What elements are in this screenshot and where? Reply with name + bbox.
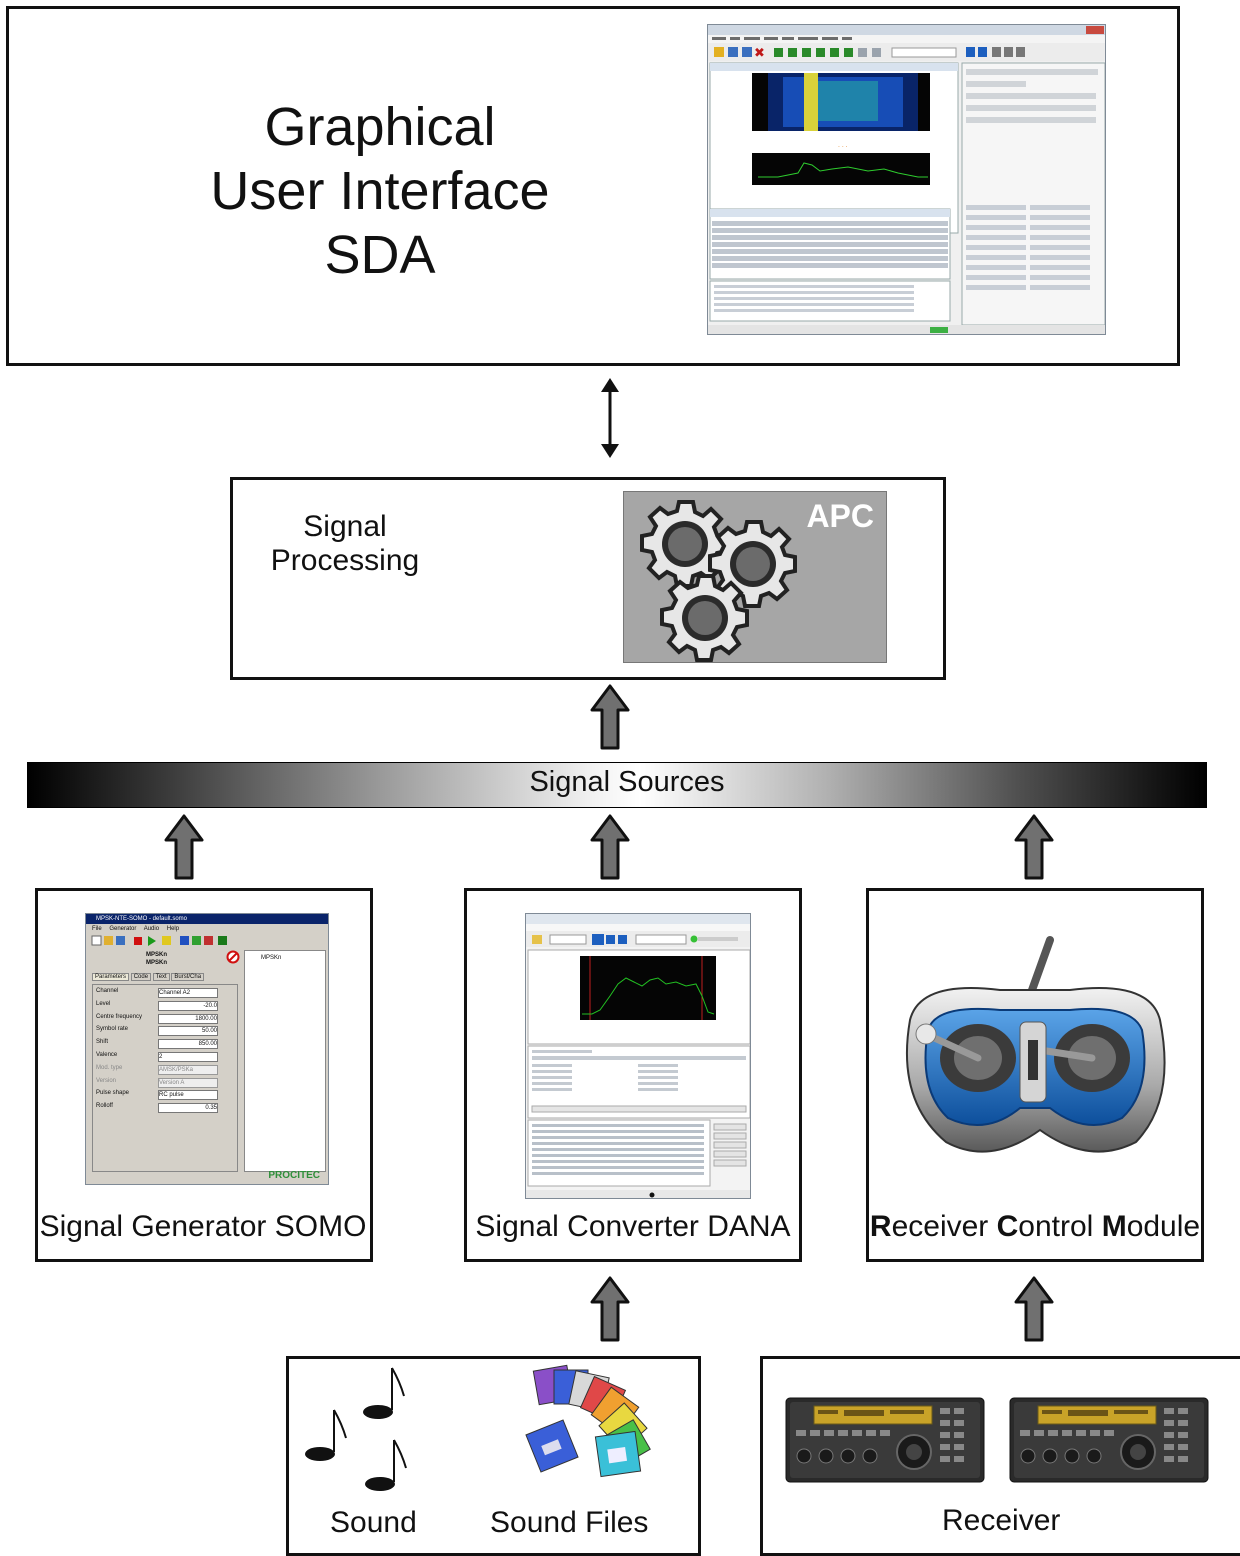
no-entry-icon xyxy=(226,950,240,964)
rcm-label-part: eceiver xyxy=(891,1210,997,1243)
svg-text:✖: ✖ xyxy=(754,46,765,61)
apc-panel: APC xyxy=(623,491,887,663)
up-arrow-icon xyxy=(164,814,204,880)
somo-field-row: Pulse shape RC pulse xyxy=(96,1090,236,1103)
somo-field-name: Symbol rate xyxy=(96,1026,129,1033)
somo-screenshot: MPSK-NTE-SOMO - default.somo File Genera… xyxy=(85,913,329,1185)
rcm-label-part: o xyxy=(1018,1210,1035,1243)
sound-label: Sound xyxy=(330,1506,417,1539)
somo-toolbar xyxy=(91,935,227,946)
somo-menu: File Generator Audio Help xyxy=(92,925,179,934)
signal-sources-bar xyxy=(27,762,1207,808)
procitec-logo: PROCITEC xyxy=(268,1170,320,1181)
somo-field-row: Valence 2 xyxy=(96,1051,236,1065)
somo-field-row: Centre frequency 1800.00 xyxy=(96,1013,236,1027)
somo-field-name: Shift xyxy=(96,1039,109,1046)
receiver-device-icon xyxy=(1009,1397,1209,1483)
bidirectional-arrow-icon xyxy=(601,378,619,458)
tab-burst[interactable]: Burst/Cha xyxy=(171,973,205,981)
receiver-device-icon xyxy=(785,1397,985,1483)
rcm-label: Receiver Control Module xyxy=(868,1210,1202,1244)
somo-field-value: Version A xyxy=(158,1077,218,1088)
dana-label: Signal Converter DANA xyxy=(475,1210,791,1243)
tab-parameters[interactable]: Parameters xyxy=(92,973,130,981)
rcm-label-part: odule xyxy=(1126,1210,1201,1243)
up-arrow-icon xyxy=(590,814,630,880)
sda-screenshot-graphic: ✖ · · · xyxy=(708,25,1105,334)
signal-processing-line-1: Signal xyxy=(303,510,387,543)
somo-field-name: Valence xyxy=(96,1051,118,1058)
somo-mode-line-2: MPSKn xyxy=(146,960,167,966)
dana-screenshot-graphic xyxy=(526,914,750,1198)
gui-title-line-2: User Interface xyxy=(210,161,550,221)
somo-field-value[interactable]: RC pulse xyxy=(158,1090,218,1101)
gui-title-line-1: Graphical xyxy=(264,97,496,157)
tab-code[interactable]: Code xyxy=(130,973,152,981)
somo-field-row: Rolloff 0.35 xyxy=(96,1103,236,1116)
somo-field-value[interactable]: 2 xyxy=(158,1051,218,1062)
somo-menu-item: Generator xyxy=(109,926,137,932)
somo-menu-item: File xyxy=(92,926,102,932)
rcm-label-part: C xyxy=(996,1210,1019,1243)
signal-processing-line-2: Processing xyxy=(270,544,420,577)
somo-field-row: Symbol rate 50.00 xyxy=(96,1026,236,1039)
rcm-label-part: M xyxy=(1101,1210,1127,1243)
signal-processing-label: Signal Processing xyxy=(250,510,440,578)
remote-control-icon xyxy=(906,936,1166,1153)
somo-field-value: AMSK/PSKa xyxy=(158,1064,218,1075)
somo-field-value[interactable]: -20.0 xyxy=(158,1000,218,1011)
somo-mode-line-1: MPSKn xyxy=(146,952,167,958)
somo-tabs: Parameters Code Text Burst/Cha xyxy=(92,972,205,982)
apc-label: APC xyxy=(806,498,874,534)
somo-title: MPSK-NTE-SOMO - default.somo xyxy=(86,914,328,924)
gui-title-line-3: SDA xyxy=(324,225,436,285)
somo-field-name: Version xyxy=(96,1077,117,1084)
somo-field-value[interactable]: 0.35 xyxy=(158,1103,218,1114)
somo-field-row: Channel Channel A2 xyxy=(96,988,236,1001)
floppy-disks-icon xyxy=(525,1364,651,1478)
somo-field-name: Channel xyxy=(96,988,119,994)
somo-field-name: Level xyxy=(96,1000,111,1007)
dana-screenshot xyxy=(525,913,751,1199)
somo-menu-item: Help xyxy=(166,926,180,932)
rcm-label-part: ntrol xyxy=(1034,1210,1102,1243)
somo-label: Signal Generator SOMO xyxy=(39,1210,367,1243)
somo-field-value[interactable]: 50.00 xyxy=(158,1026,218,1037)
somo-side-item[interactable]: MPSKn xyxy=(261,955,282,961)
svg-text:· · ·: · · · xyxy=(838,144,848,151)
somo-side-panel: MPSKn xyxy=(244,950,326,1172)
music-notes-icon xyxy=(305,1367,407,1491)
receiver-label: Receiver xyxy=(942,1504,1061,1537)
somo-field-name: Pulse shape xyxy=(96,1090,130,1097)
somo-field-name: Rolloff xyxy=(96,1103,113,1110)
somo-field-row: Level -20.0 xyxy=(96,1000,236,1014)
rcm-label-part: R xyxy=(869,1210,892,1243)
somo-field-row: Shift 850.00 xyxy=(96,1039,236,1052)
sound-files-label: Sound Files xyxy=(490,1506,649,1539)
somo-field-name: Centre frequency xyxy=(96,1013,143,1020)
somo-menu-item: Audio xyxy=(143,926,160,932)
somo-field-value[interactable]: 850.00 xyxy=(158,1039,218,1050)
up-arrow-icon xyxy=(590,684,630,750)
up-arrow-icon xyxy=(1014,1276,1054,1342)
signal-sources-label: Signal Sources xyxy=(529,766,725,798)
tab-text[interactable]: Text xyxy=(152,973,170,981)
up-arrow-icon xyxy=(1014,814,1054,880)
somo-field-row: Mod. type AMSK/PSKa xyxy=(96,1064,236,1078)
up-arrow-icon xyxy=(590,1276,630,1342)
somo-field-row: Version Version A xyxy=(96,1077,236,1091)
gui-title: Graphical User Interface SDA xyxy=(130,95,630,287)
sda-screenshot: ✖ · · · xyxy=(707,24,1106,335)
gears-icon xyxy=(640,500,797,662)
somo-field-value[interactable]: 1800.00 xyxy=(158,1013,218,1024)
somo-fields: Channel Channel A2 Level -20.0 Centre freq… xyxy=(96,988,236,1116)
somo-field-name: Mod. type xyxy=(96,1064,123,1071)
somo-field-value[interactable]: Channel A2 xyxy=(158,988,218,998)
